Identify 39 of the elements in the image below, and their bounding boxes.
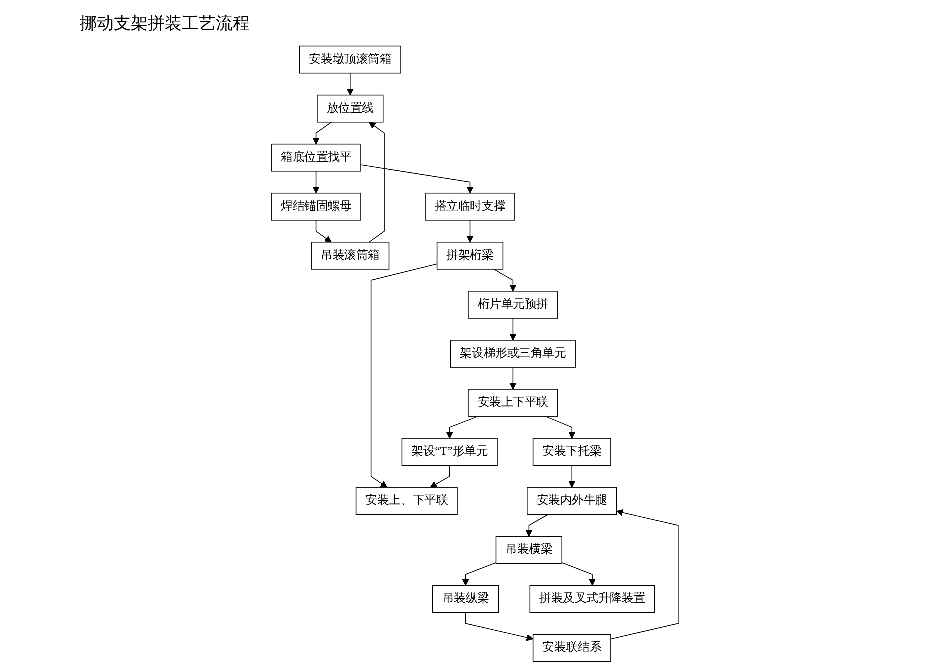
process-box: 安装下托梁: [532, 438, 612, 466]
arrow: [466, 220, 474, 243]
arrow: [510, 367, 517, 390]
process-box: 架设“T”形单元: [402, 438, 498, 466]
arrow: [370, 264, 438, 488]
process-box: 箱底位置找平: [271, 144, 362, 172]
process-box: 安装联结系: [532, 634, 612, 662]
process-box: 搭立临时支撑: [425, 192, 516, 221]
arrow: [494, 269, 517, 292]
process-box: 架设梯形或三角单元: [450, 340, 576, 368]
arrow: [465, 612, 534, 642]
arrow: [360, 164, 474, 194]
process-box: 焊结锚固螺母: [271, 192, 362, 221]
process-box: 拼架桁梁: [436, 242, 504, 270]
diagram-title: 挪动支架拼装工艺流程: [80, 13, 250, 35]
process-box: 吊装纵梁: [432, 585, 500, 614]
arrow: [346, 72, 354, 96]
process-box: 安装上、下平联: [356, 487, 458, 516]
process-box: 吊装横梁: [496, 536, 563, 564]
arrow: [312, 122, 332, 145]
process-box: 吊装滚筒箱: [311, 242, 390, 270]
arrow: [368, 122, 385, 243]
arrow: [446, 416, 479, 439]
arrow: [510, 318, 517, 341]
arrow: [462, 562, 497, 586]
arrow: [430, 465, 450, 488]
process-box: 安装内外牛腿: [527, 487, 618, 516]
arrow: [610, 509, 679, 640]
process-box: 放位置线: [317, 94, 384, 123]
process-box: 桁片单元预拼: [468, 291, 558, 319]
process-box: 拼装及叉式升降装置: [530, 585, 656, 614]
arrow: [562, 562, 596, 586]
process-box: 安装上下平联: [468, 389, 558, 417]
process-box: 安装墩顶滚筒箱: [299, 46, 402, 74]
arrow: [568, 465, 576, 488]
arrow: [526, 514, 549, 537]
arrow: [316, 220, 332, 243]
arrow: [545, 416, 576, 439]
arrow: [312, 171, 320, 194]
